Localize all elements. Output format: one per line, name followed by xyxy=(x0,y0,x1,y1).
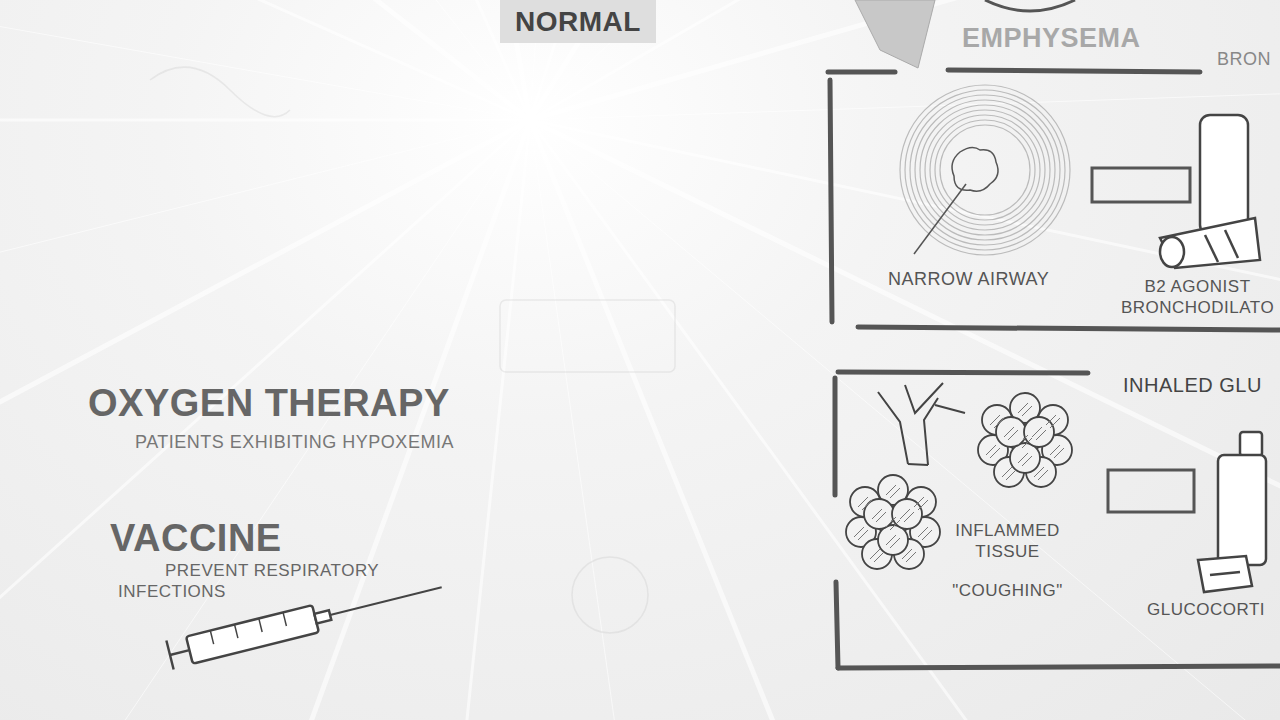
light-ray xyxy=(0,0,530,120)
hatch xyxy=(870,549,884,562)
light-ray xyxy=(0,120,530,720)
arrow-box xyxy=(1108,470,1194,512)
hatch xyxy=(1004,427,1018,440)
panel-heading: EMPHYSEMA xyxy=(962,22,1192,56)
airway-ring xyxy=(920,105,1050,235)
light-ray xyxy=(530,120,1280,720)
narrow-airway-lumen xyxy=(952,147,998,191)
light-ray xyxy=(530,120,1280,720)
tab-title: NORMAL xyxy=(515,4,641,39)
title-tab: NORMAL xyxy=(500,0,656,43)
airway-ring xyxy=(925,110,1045,230)
inhaler-icon xyxy=(1198,432,1266,592)
part-label: NARROW AIRWAY xyxy=(888,268,1088,291)
hatch xyxy=(1018,403,1032,416)
note: PREVENT RESPIRATORY INFECTIONS xyxy=(118,560,403,603)
hatch xyxy=(900,509,914,522)
light-ray xyxy=(530,71,1280,120)
hatch xyxy=(886,485,900,498)
note: PATIENTS EXHIBITING HYPOXEMIA xyxy=(135,431,555,454)
light-ray xyxy=(0,120,530,720)
hatch xyxy=(872,509,886,522)
hatch xyxy=(886,517,900,530)
section-heading: VACCINE xyxy=(110,515,410,563)
light-ray xyxy=(530,120,1280,720)
arrow-box xyxy=(1092,168,1190,202)
airway-rings xyxy=(900,85,1070,255)
panel-heading: INHALED GLU xyxy=(1123,373,1273,398)
hatch xyxy=(914,497,928,510)
panel-outline xyxy=(828,70,1280,330)
panel-outline xyxy=(835,372,1280,668)
light-ray xyxy=(530,120,1054,720)
hatch xyxy=(1018,453,1032,466)
hatch xyxy=(986,445,1000,458)
section-heading: OXYGEN THERAPY xyxy=(88,380,508,428)
light-ray xyxy=(51,120,530,720)
alveoli-group xyxy=(846,475,940,569)
hatch xyxy=(858,497,872,510)
hatch xyxy=(990,415,1004,428)
airway-ring xyxy=(900,85,1070,255)
hatch xyxy=(1032,427,1046,440)
hatch xyxy=(854,527,868,540)
airway-ring xyxy=(910,95,1060,245)
drug-label: B2 AGONIST BRONCHODILATO xyxy=(1120,276,1275,319)
hatch xyxy=(886,535,900,548)
light-ray xyxy=(0,120,530,459)
light-ray xyxy=(530,120,725,720)
treatment-panel: NARROW AIRWAY B2 AGONIST BRONCHODILATO xyxy=(830,72,1280,330)
hatch xyxy=(902,549,916,562)
hatch xyxy=(1002,467,1016,480)
airway-ring xyxy=(905,90,1065,250)
hatch xyxy=(1050,445,1064,458)
symptom-label: "COUGHING" xyxy=(945,580,1070,601)
light-ray xyxy=(287,0,530,120)
hatch xyxy=(1046,415,1060,428)
light-ray xyxy=(0,120,530,720)
lung-sketch xyxy=(985,0,1075,11)
bronchi-sketch xyxy=(878,383,965,465)
alveoli-group xyxy=(978,393,1072,487)
alveoli-cluster xyxy=(846,393,1072,569)
arrow-shape xyxy=(855,0,935,68)
drug-label: GLUCOCORTI xyxy=(1147,599,1277,620)
airway-ring xyxy=(915,100,1055,240)
light-ray xyxy=(0,119,530,122)
hatch xyxy=(1034,467,1048,480)
treatment-panel: INHALED GLU INFLAMMED TISSUE "COUGHING" GLU… xyxy=(835,370,1280,668)
hatch xyxy=(1018,435,1032,448)
inhaler-icon xyxy=(1160,115,1260,268)
part-label: INFLAMMED TISSUE xyxy=(950,520,1065,563)
light-ray xyxy=(0,0,530,120)
hatch xyxy=(918,527,932,540)
airway-ring xyxy=(930,115,1040,225)
leader-line xyxy=(914,184,966,254)
panel-heading: BRON xyxy=(1217,48,1277,71)
